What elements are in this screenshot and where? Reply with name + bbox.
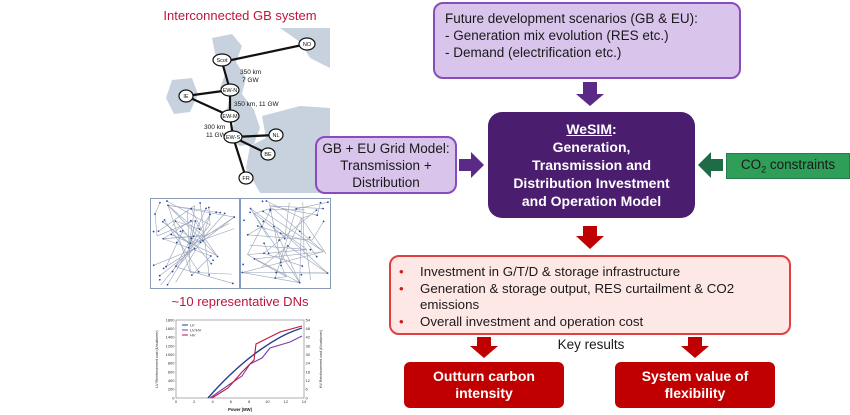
map-node-ie: IE [183,94,189,100]
plot-ytick-right: 48 [306,326,311,331]
plot-ytick-left: 1200 [166,343,176,348]
plot-ytick-left: 800 [168,361,175,366]
results-list: Investment in G/T/D & storage infrastruc… [396,264,786,331]
flex-line1: System value of [641,368,749,384]
carbon-line1: Outturn carbon [433,368,535,384]
plot-xtick: 0 [175,399,178,404]
arrow-grid-to-wesim [459,152,484,178]
plot-series-hv [211,325,303,399]
plot-ylabel-right: HV Reinforcement cost (£/customer) [319,330,323,388]
gb-system-title: Interconnected GB system [163,8,317,23]
map-node-ewn: EW-N [223,88,238,94]
plot-ytick-left: 600 [168,369,175,374]
plot-legend-lv: LV [190,323,195,328]
wesim-line3: Distribution Investment [513,175,670,191]
map-label-350km: 350 km [240,69,261,76]
co2-constraints-box: CO2 constraints [726,153,850,179]
distribution-network-panel [150,198,331,289]
plot-ylabel-left: LV Reinforcement cost (£/customer) [155,330,159,387]
scenarios-box: Future development scenarios (GB & EU): … [433,2,741,79]
grid-model-line1: GB + EU Grid Model: [322,140,450,156]
wesim-line2: Transmission and [531,157,652,173]
scenario-item-generation: - Generation mix evolution (RES etc.) [445,28,669,43]
map-node-fr: FR [242,176,249,182]
plot-ytick-left: 1000 [166,352,176,357]
map-node-scot: Scot [216,58,227,64]
interconnection-map: Scot IE EW-N EW-M EW-S NL BE FR NO 350 k… [150,28,330,193]
plot-ytick-right: 42 [306,335,311,340]
plot-ytick-right: 6 [306,387,309,392]
plot-ytick-right: 0 [306,395,309,400]
plot-ytick-right: 12 [306,378,311,383]
result-item-investment: Investment in G/T/D & storage infrastruc… [396,264,786,280]
map-label-11gw: 11 GW [206,132,227,139]
wesim-line1: Generation, [552,139,631,155]
map-landmass-continent [246,106,330,193]
flexibility-value-box: System value of flexibility [615,362,775,408]
carbon-line2: intensity [455,385,513,401]
plot-ytick-left: 1600 [166,326,176,331]
map-label-350km-11gw: 350 km, 11 GW [234,101,280,108]
map-node-ewm: EW-M [222,114,238,120]
plot-series-lv [207,327,303,399]
plot-xtick: 6 [230,399,233,404]
scenarios-title: Future development scenarios (GB & EU): [445,11,698,26]
plot-ytick-right: 30 [306,352,311,357]
plot-ytick-left: 200 [168,387,175,392]
map-label-7gw: 7 GW [242,77,259,84]
flex-line2: flexibility [664,385,726,401]
map-node-nl: NL [272,133,279,139]
plot-ytick-right: 36 [306,343,311,348]
plot-ytick-left: 1400 [166,335,176,340]
wesim-line4: and Operation Model [521,193,662,209]
plot-xtick: 10 [265,399,270,404]
map-node-ews: EW-S [226,135,241,141]
wesim-name: WeSIM [566,121,612,137]
scenario-item-demand: - Demand (electrification etc.) [445,45,622,60]
arrow-results-to-carbon [470,337,498,358]
plot-legend-hv: HV [190,333,196,338]
map-node-be: BE [264,152,272,158]
plot-ytick-left: 1800 [166,317,176,322]
key-results-label: Key results [557,337,625,352]
plot-legend-lvhv: LV/HV [190,328,202,333]
plot-ytick-right: 54 [306,317,311,322]
plot-xtick: 14 [302,399,307,404]
plot-xtick: 4 [211,399,214,404]
map-label-300km: 300 km [204,124,225,131]
dn-caption: ~10 representative DNs [171,294,309,309]
wesim-model-box: WeSIM: Generation, Transmission and Dist… [488,112,695,218]
grid-model-box: GB + EU Grid Model: Transmission + Distr… [315,136,457,194]
arrow-wesim-to-results [576,226,604,249]
arrow-results-to-flex [681,337,709,358]
plot-xlabel: Power (MW) [228,407,253,412]
arrow-scenarios-to-wesim [576,82,604,106]
arrow-co2-to-wesim [698,152,723,178]
grid-model-line2: Transmission + [340,157,432,173]
co2-text: CO2 constraints [740,157,836,175]
result-item-output: Generation & storage output, RES curtail… [396,281,786,313]
map-node-no: NO [303,42,312,48]
wesim-title: WeSIM: [566,120,616,138]
plot-xtick: 2 [193,399,196,404]
plot-ytick-right: 18 [306,369,311,374]
plot-ytick-left: 0 [172,395,175,400]
carbon-intensity-box: Outturn carbon intensity [404,362,564,408]
plot-xtick: 8 [248,399,251,404]
grid-model-line3: Distribution [352,174,420,190]
wesim-colon: : [611,121,617,137]
plot-ytick-right: 24 [306,361,311,366]
result-item-cost: Overall investment and operation cost [396,314,786,330]
plot-ytick-left: 400 [168,378,175,383]
plot-xtick: 12 [283,399,288,404]
